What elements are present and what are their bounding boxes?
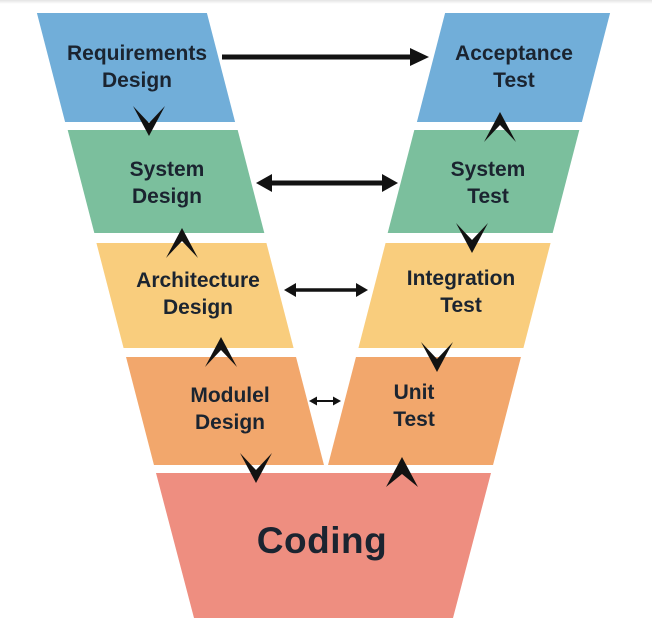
label-module-design: Modulel Design <box>190 382 269 436</box>
label-line: System <box>129 158 205 181</box>
label-line: System <box>450 158 526 181</box>
label-system-test: System Test <box>451 156 526 210</box>
label-line: Test <box>467 185 509 208</box>
label-line: Design <box>101 69 173 92</box>
top-edge-shadow <box>0 0 652 4</box>
label-requirements-design: Requirements Design <box>67 40 207 94</box>
label-acceptance-test: Acceptance Test <box>455 40 573 94</box>
label-architecture-design: Architecture Design <box>136 267 260 321</box>
label-line: Modulel <box>190 384 270 407</box>
label-integration-test: Integration Test <box>407 265 516 319</box>
label-line: Requirements <box>66 42 208 65</box>
label-coding: Coding <box>256 520 388 561</box>
label-line: Test <box>493 69 535 92</box>
label-line: Acceptance <box>455 42 573 65</box>
label-unit-test: Unit Test <box>393 379 435 433</box>
label-line: Design <box>162 296 234 319</box>
label-line: Test <box>440 294 482 317</box>
label-line: Test <box>393 408 435 431</box>
label-line: Unit <box>393 381 435 404</box>
label-line: Design <box>131 185 202 208</box>
label-system-design: System Design <box>130 156 205 210</box>
label-line: Integration <box>406 267 516 290</box>
label-line: Design <box>194 411 266 434</box>
block-coding <box>156 473 491 618</box>
label-line: Architecture <box>136 269 260 292</box>
